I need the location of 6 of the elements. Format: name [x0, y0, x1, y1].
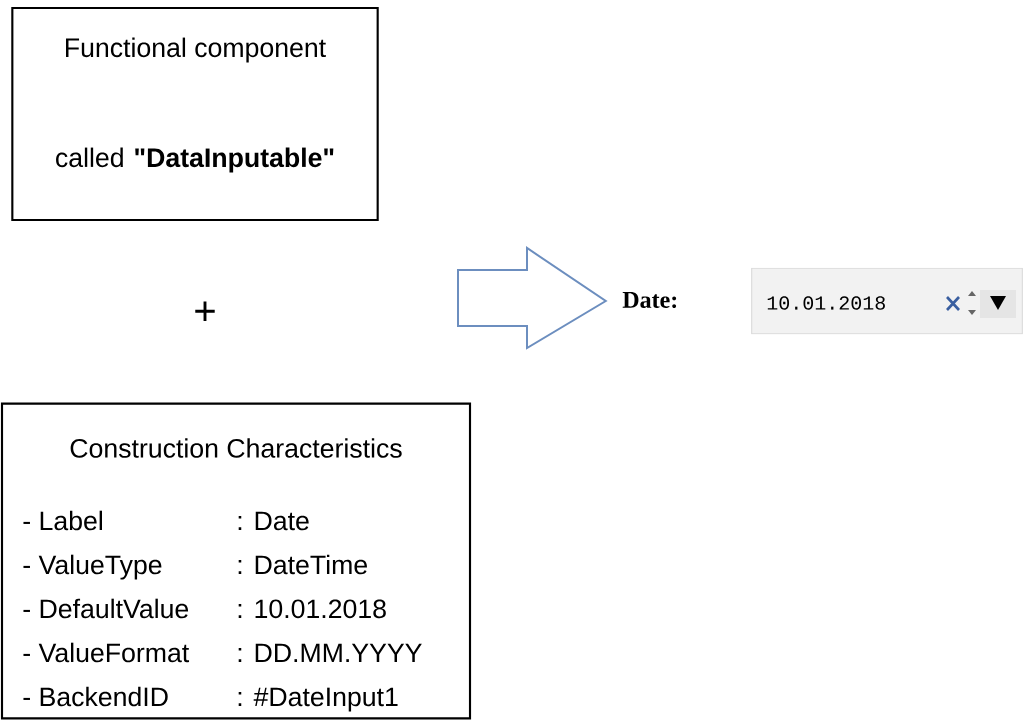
plus-sign: +	[195, 301, 215, 322]
field-label: Date:	[622, 291, 677, 309]
block-arrow	[457, 246, 608, 350]
component-box: Functional component called "DataInputable"	[11, 6, 379, 222]
date-field: 10.01.2018	[751, 267, 1023, 335]
characteristics-box: Construction Characteristics - Label : Date - ValueType : DateTime - DefaultValue : 10.01.2018 - ValueFormat : DD.MM.YYYY - BackendID : #DateInput1	[0, 402, 472, 720]
